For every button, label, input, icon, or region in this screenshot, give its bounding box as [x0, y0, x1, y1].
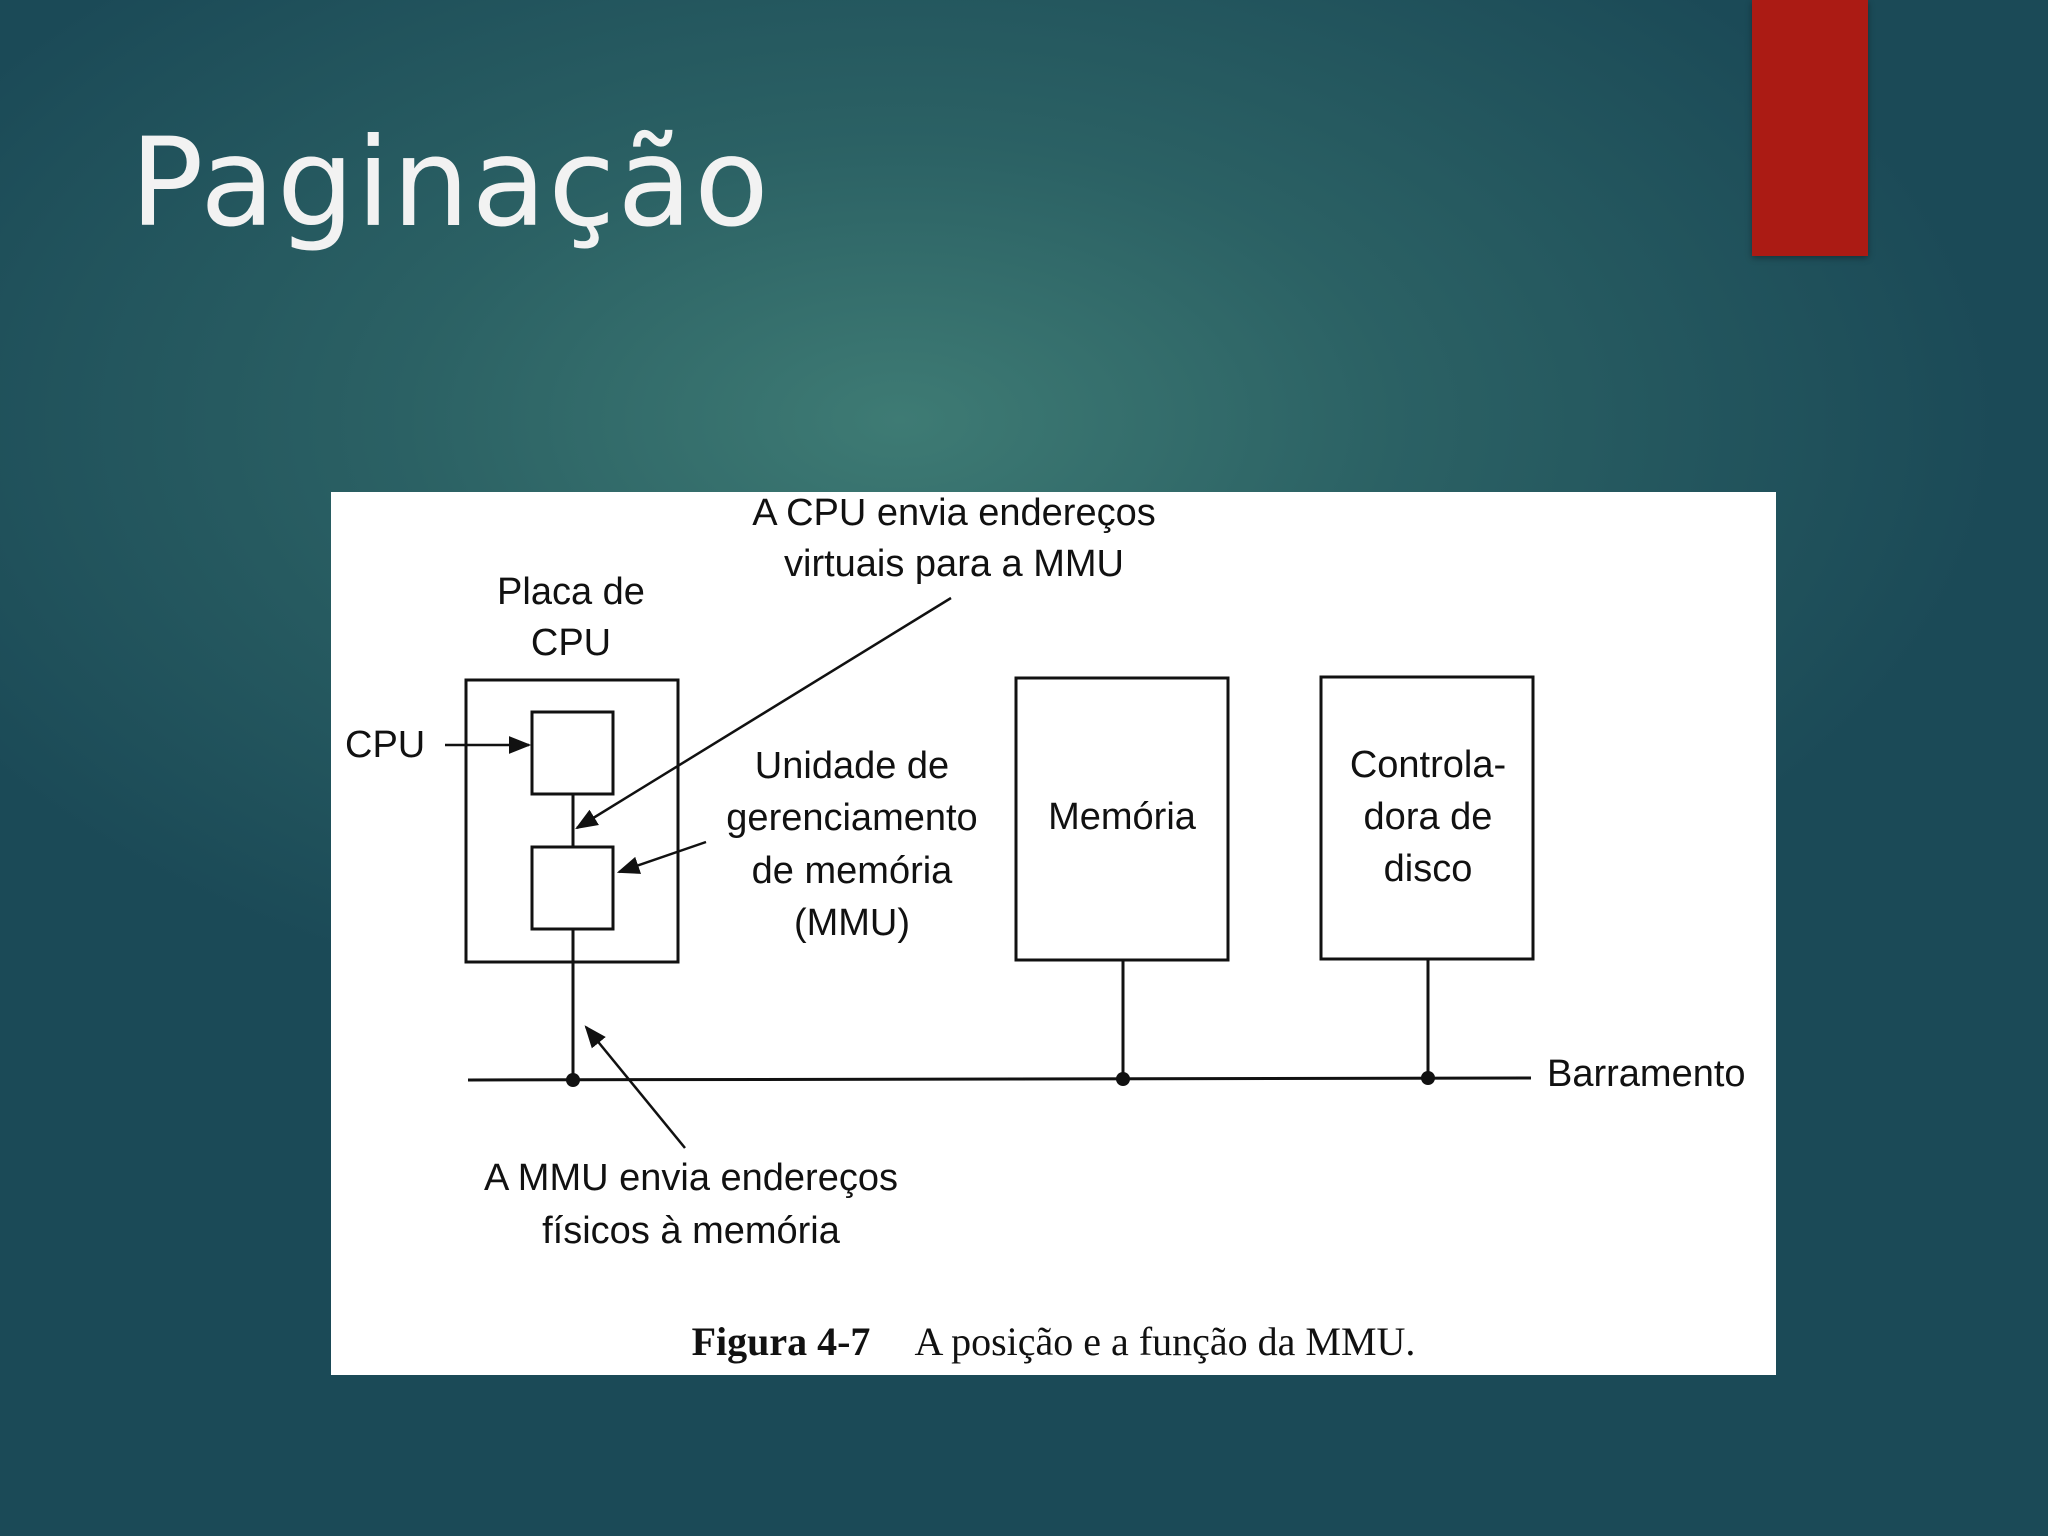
cpu-chip-box [530, 710, 615, 796]
mmu-sends-label-line2: físicos à memória [542, 1210, 841, 1252]
mmu-chip-box [530, 845, 615, 931]
disk-controller-label-line3: disco [1384, 848, 1473, 890]
cpu-label: CPU [345, 724, 425, 766]
disk-controller-label-line1: Controla- [1350, 744, 1506, 786]
mmu-label-line1: Unidade de [755, 745, 949, 787]
bus-line [467, 1076, 1532, 1082]
figure-panel: A CPU envia endereços virtuais para a MM… [331, 492, 1776, 1375]
figure-caption-text: A posição e a função da MMU. [914, 1319, 1416, 1364]
physical-address-arrow [584, 1025, 686, 1149]
mmu-label-line4: (MMU) [794, 902, 910, 944]
mmu-pointer-arrow [616, 840, 707, 874]
figure-number: Figura 4-7 [691, 1319, 871, 1364]
mmu-label-line2: gerenciamento [726, 797, 977, 839]
figure-caption: Figura 4-7 A posição e a função da MMU. [331, 1318, 1776, 1365]
bus-label: Barramento [1547, 1053, 1746, 1095]
accent-bar [1752, 0, 1868, 256]
bus-junction-memory [1116, 1072, 1130, 1086]
mmu-sends-label-line1: A MMU envia endereços [484, 1157, 898, 1199]
cpu-board-label-line1: Placa de [497, 571, 645, 613]
memory-label: Memória [1048, 796, 1197, 838]
cpu-sends-label-line2: virtuais para a MMU [784, 543, 1124, 585]
bus-junction-disk [1421, 1071, 1435, 1085]
mmu-diagram: A CPU envia endereços virtuais para a MM… [345, 492, 1746, 1252]
disk-controller-label-line2: dora de [1364, 796, 1493, 838]
cpu-board-label-line2: CPU [531, 622, 611, 664]
cpu-sends-label-line1: A CPU envia endereços [752, 492, 1155, 534]
slide-title: Paginação [130, 112, 771, 254]
mmu-label-line3: de memória [752, 850, 953, 892]
virtual-address-arrow [575, 596, 952, 830]
bus-junction-cpu [566, 1073, 580, 1087]
